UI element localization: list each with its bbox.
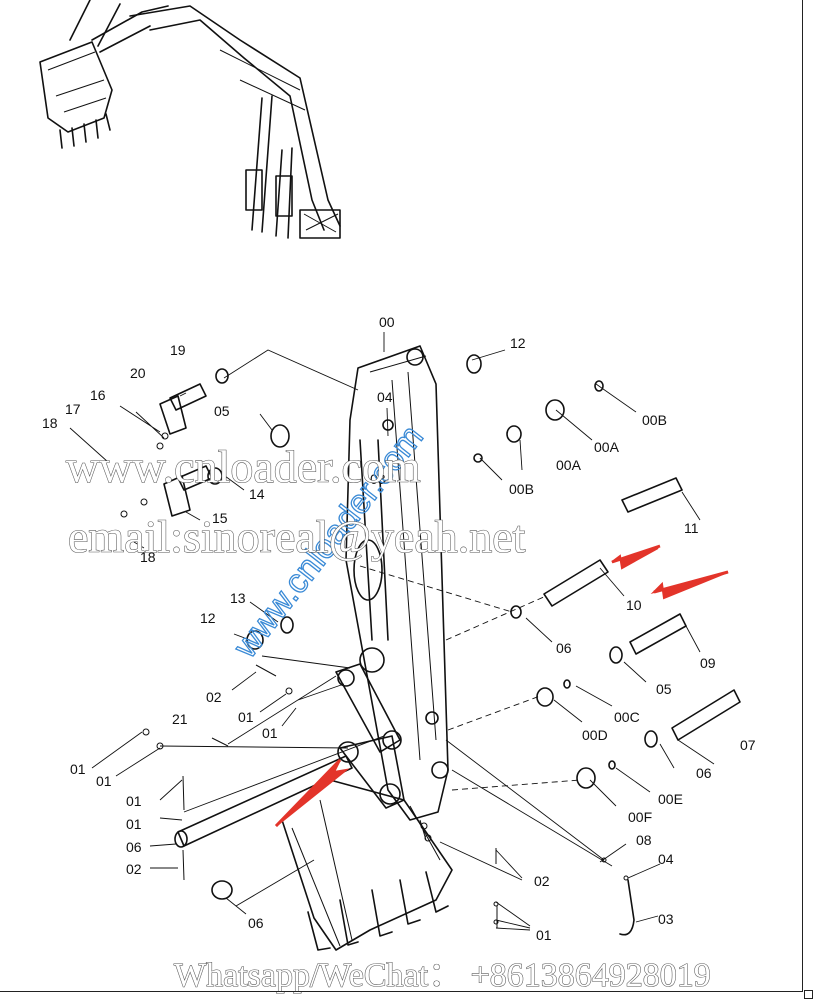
callout-01-fifth: 01 (126, 793, 142, 809)
callout-00C: 00C (614, 709, 640, 725)
callout-08: 08 (636, 832, 652, 848)
callout-17: 17 (65, 401, 81, 417)
callout-18: 18 (42, 415, 58, 431)
watermark-website: www.cnloader.com (66, 441, 421, 492)
callout-00A: 00A (594, 439, 620, 455)
callout-06: 06 (556, 640, 572, 656)
callout-12-second: 12 (200, 610, 216, 626)
callout-02-second: 02 (126, 861, 142, 877)
callout-06-fourth: 06 (248, 915, 264, 931)
callout-07: 07 (740, 737, 756, 753)
callout-00A-second: 00A (556, 457, 582, 473)
callout-05: 05 (214, 403, 230, 419)
callout-20: 20 (130, 365, 146, 381)
callout-00F: 00F (628, 809, 652, 825)
callout-21: 21 (172, 711, 188, 727)
callout-11: 11 (684, 520, 699, 536)
frame-border-bottom (0, 991, 803, 992)
callout-12: 12 (510, 335, 526, 351)
callout-01-seventh: 01 (536, 927, 552, 943)
arrow-pin-top (611, 547, 659, 570)
callout-18-second: 18 (140, 549, 156, 565)
callout-06-third: 06 (126, 839, 142, 855)
callout-00: 00 (379, 314, 395, 330)
callout-04-second: 04 (658, 851, 674, 867)
excavator-overview-sketch (39, 0, 341, 239)
resize-corner-handle[interactable] (804, 990, 813, 999)
bucket-linkage (335, 663, 405, 809)
callout-01-third: 01 (70, 761, 86, 777)
callout-02-third: 02 (534, 873, 550, 889)
callout-labels: 00 12 19 20 16 17 18 05 04 03 00B 00A 00… (42, 314, 756, 943)
callout-10: 10 (626, 597, 642, 613)
callout-04: 04 (377, 389, 393, 405)
callout-02: 02 (206, 689, 222, 705)
callout-01-second: 01 (262, 725, 278, 741)
callout-00B: 00B (642, 412, 667, 428)
callout-00D: 00D (582, 727, 608, 743)
bucket (281, 779, 453, 951)
loose-parts (120, 354, 741, 936)
callout-14: 14 (249, 486, 265, 502)
callout-01-sixth: 01 (126, 816, 142, 832)
watermark-contact: Whatsapp/WeChat： +8613864928019 (174, 957, 711, 994)
callout-00B-second: 00B (509, 481, 534, 497)
watermarks: www.cnloader.com www.cnloader.com email:… (65, 418, 711, 995)
callout-09: 09 (700, 655, 716, 671)
callout-05-second: 05 (656, 681, 672, 697)
callout-01-fourth: 01 (96, 773, 112, 789)
callout-01: 01 (238, 709, 254, 725)
watermark-email: email:sinoreal@yeah.net (68, 511, 526, 562)
leader-lines (69, 332, 715, 931)
callout-19: 19 (170, 342, 186, 358)
callout-00E: 00E (658, 791, 683, 807)
callout-16: 16 (90, 387, 106, 403)
frame-border-right (802, 0, 803, 992)
callout-03-second: 03 (658, 911, 674, 927)
arm-stick-body (345, 345, 449, 821)
callout-03: 03 (370, 471, 386, 487)
callout-06-second: 06 (696, 765, 712, 781)
red-highlight-arrows (274, 544, 729, 828)
callout-15: 15 (212, 510, 228, 526)
callout-13: 13 (230, 590, 246, 606)
